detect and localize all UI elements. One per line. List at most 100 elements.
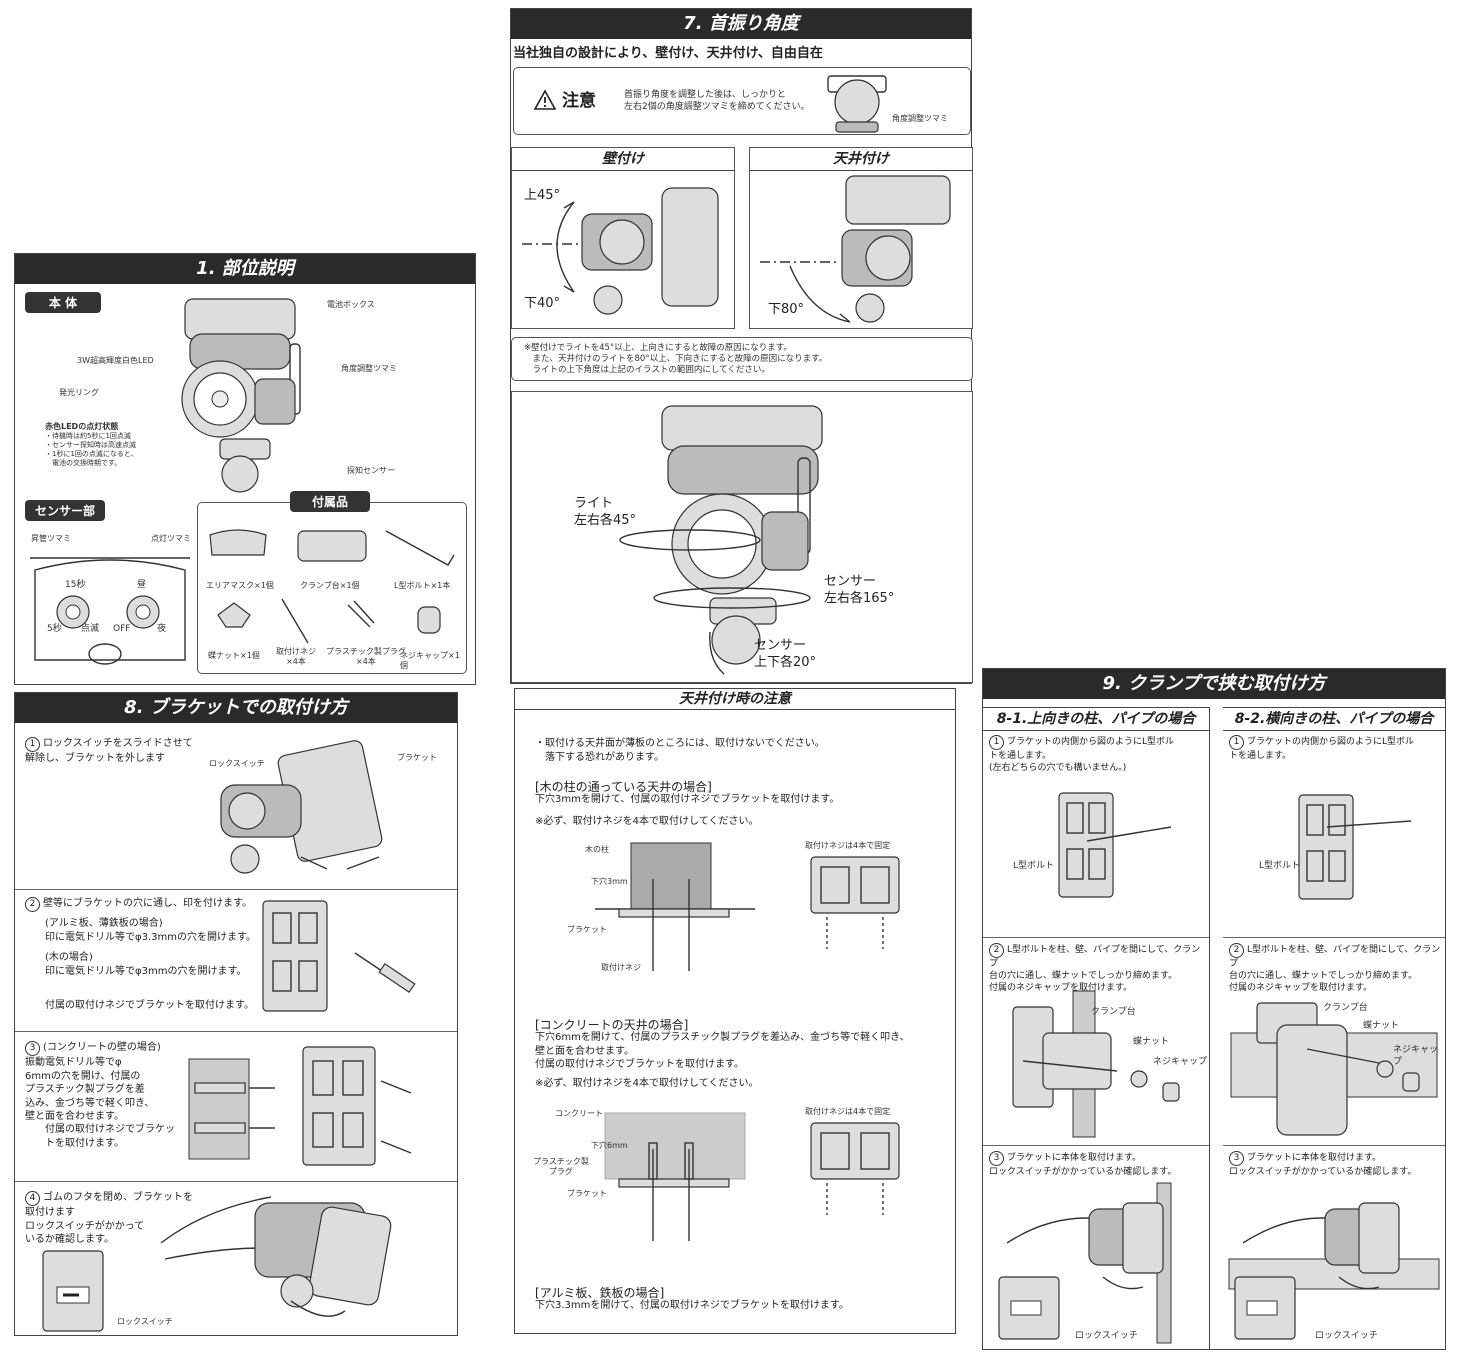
dial-right-knob: 点灯ツマミ — [151, 534, 191, 543]
light-rotation-label: ライト 左右各45° — [574, 496, 637, 528]
callout-ring: 発光リング — [59, 388, 99, 397]
clamp-a-step-1-body: ブラケットの内側から図のようにL型ボル トを通します。 (左右どちらの穴でも構い… — [989, 737, 1175, 774]
divider — [15, 1031, 457, 1032]
clamp-a-step-3-body: ブラケットに本体を取付けます。 ロックスイッチがかかっているか確認します。 — [989, 1153, 1177, 1177]
wall-down-label: 下40° — [524, 296, 561, 311]
divider — [15, 1181, 457, 1182]
clamp-a-title: 8-1.上向きの柱、パイプの場合 — [983, 707, 1209, 731]
sensor-label: センサー部 — [25, 500, 106, 521]
section-ceiling-caution: 天井付け時の注意 ・取付ける天井面が薄板のところには、取付けないでください。 落… — [514, 688, 956, 1334]
concrete-hole-label: 下穴6mm — [591, 1141, 628, 1150]
body-label: 本 体 — [25, 292, 101, 313]
dial-left-knob: 昇管ツマミ — [31, 534, 71, 543]
caution-label: 注意 — [562, 91, 596, 111]
sensor-tilt-label: センサー 上下各20° — [754, 638, 817, 670]
accessory-clamp-base: クランプ台×1個 — [300, 581, 360, 590]
wood-ceiling-illustration — [595, 842, 755, 971]
bracket-step-4-body: ゴムのフタを閉め、ブラケットを 取付けます ロックスイッチがかかって いるか確認… — [25, 1192, 193, 1245]
step-number: 2 — [989, 943, 1004, 958]
callout-angle-knob: 角度調整ツマミ — [341, 364, 397, 373]
step-number: 2 — [1229, 943, 1244, 958]
rotation-arrows — [619, 529, 811, 675]
bracket-step-2-alu: (アルミ板、薄鉄板の場合) 印に電気ドリル等でφ3.3mmの穴を開けます。 — [45, 918, 256, 943]
step-number: 1 — [25, 737, 40, 752]
concrete-text: 下穴6mmを開けて、付属のプラスチック製プラグを差込み、金づち等で軽く叩き、 壁… — [535, 1032, 910, 1070]
caution-text: 首振り角度を調整した後は、しっかりと 左右2個の角度調整ツマミを締めてください。 — [624, 90, 810, 112]
knob-label: 角度調整ツマミ — [892, 114, 948, 123]
accessory-area-mask: エリアマスク×1個 — [206, 581, 274, 590]
divider — [1223, 1145, 1445, 1146]
dial-mark-blink: 点滅 — [81, 624, 100, 634]
bracket-step-1-illustration — [220, 740, 383, 874]
concrete-heading: [コンクリートの天井の場合] — [535, 1018, 689, 1032]
concrete-ceiling-illustration — [604, 1112, 746, 1241]
wood-screw-label: 取付けネジ — [601, 963, 641, 972]
bracket-step-2-body: 壁等にブラケットの穴に通し、印を付けます。 — [43, 898, 252, 909]
light-unit-illustration — [181, 298, 301, 493]
bracket-step-3-illustration — [188, 1046, 412, 1166]
section-bracket-mount-title: 8. ブラケットでの取付け方 — [15, 693, 457, 723]
clamp-b-step-2-body: L型ボルトを柱、壁、パイプを間にして、クランプ 台の穴に通し、蝶ナットでしっかり… — [1229, 945, 1441, 994]
accessories-label: 付属品 — [290, 491, 370, 512]
section-swing-angle-title: 7. 首振り角度 — [511, 9, 971, 39]
callout-battery-box: 電池ボックス — [327, 300, 375, 309]
bracket-step-2-end: 付属の取付けネジでブラケットを取付けます。 — [45, 1000, 254, 1011]
clamp-b-lbolt-label: L型ボルト — [1259, 861, 1301, 871]
callout-sensor: 探知センサー — [347, 466, 395, 475]
swing-intro: 当社独自の設計により、壁付け、天井付け、自由自在 — [513, 46, 823, 61]
concrete-label: コンクリート — [555, 1109, 603, 1118]
step-number: 1 — [1229, 735, 1244, 750]
bracket-step-2-wood: (木の場合) 印に電気ドリル等でφ3mmの穴を開けます。 — [45, 952, 247, 977]
aluminum-heading: [アルミ板、鉄板の場合] — [535, 1286, 665, 1300]
wall-mount-box: 壁付け 上45° 下40° — [511, 147, 735, 329]
fix4-a-label: 取付けネジは4本で固定 — [805, 841, 891, 850]
step-number: 3 — [25, 1041, 40, 1056]
sensor-dial-illustration — [30, 557, 190, 665]
concrete-note: ※必ず、取付けネジを4本で取付けしてください。 — [535, 1078, 759, 1089]
section-swing-angle: 7. 首振り角度 当社独自の設計により、壁付け、天井付け、自由自在 注意 首振り… — [510, 8, 973, 684]
clamp-b-lock-label: ロックスイッチ — [1315, 1331, 1378, 1341]
wood-text: 下穴3mmを開けて、付属の取付けネジでブラケットを取付けます。 — [535, 794, 840, 805]
ceiling-mount-title: 天井付け — [750, 148, 972, 171]
bracket-step-3-end: 付属の取付けネジでブラケッ トを取付けます。 — [45, 1124, 175, 1149]
accessory-screw-cap: ネジキャップ×1個 — [400, 651, 460, 671]
ceiling-intro: ・取付ける天井面が薄板のところには、取付けないでください。 落下する恐れがありま… — [535, 738, 825, 763]
section-parts: 1. 部位説明 本 体 電池ボックス 3W超高輝度白色LED 角度調整ツマミ 発… — [14, 253, 476, 685]
clamp-b-step-2-illustration — [1230, 1002, 1438, 1136]
dial-mark-day: 昼 — [137, 580, 147, 590]
dial-mark-off: OFF — [113, 624, 131, 634]
clamp-b-step-1-body: ブラケットの内側から図のようにL型ボル トを通します。 — [1229, 737, 1415, 761]
angle-knob-illustration — [827, 75, 887, 133]
concrete-bracket-fix-illustration — [810, 1122, 900, 1215]
divider — [1223, 937, 1445, 938]
accessory-screws: 取付けネジ ×4本 — [276, 647, 316, 667]
accessory-plastic-plug: プラスチック製プラグ ×4本 — [326, 647, 406, 667]
bracket-step-3-text: 3(コンクリートの壁の場合) 振動電気ドリル等でφ 6mmの穴を開け、付属の プ… — [25, 1041, 161, 1124]
callout-red-led-lines: ・待機時は約5秒に1回点滅 ・センサー探知時は高速点滅 ・1秒に1回の点滅になる… — [45, 432, 138, 468]
clamp-b-wingnut-label: 蝶ナット — [1363, 1021, 1400, 1031]
angle-note: ※壁付けでライトを45°以上、上向きにすると故障の原因になります。 また、天井付… — [524, 343, 828, 376]
callout-led: 3W超高輝度白色LED — [77, 356, 154, 365]
callout-red-led-title: 赤色LEDの点灯状態 — [45, 422, 119, 431]
clamp-a-step-3-illustration — [998, 1182, 1172, 1344]
clamp-b-cap-label: ネジキャップ — [1393, 1045, 1439, 1067]
wood-hole-label: 下穴3mm — [591, 877, 628, 886]
step1-bracket-label: ブラケット — [397, 753, 437, 762]
step-number: 1 — [989, 735, 1004, 750]
clamp-a-cap-label: ネジキャップ — [1153, 1057, 1208, 1067]
bracket-step-1-body: ロックスイッチをスライドさせて 解除し、ブラケットを外します — [25, 738, 193, 764]
wood-pillar-label: 木の柱 — [585, 845, 609, 854]
wood-bracket-label: ブラケット — [567, 925, 607, 934]
fix4-b-label: 取付けネジは4本で固定 — [805, 1107, 891, 1116]
